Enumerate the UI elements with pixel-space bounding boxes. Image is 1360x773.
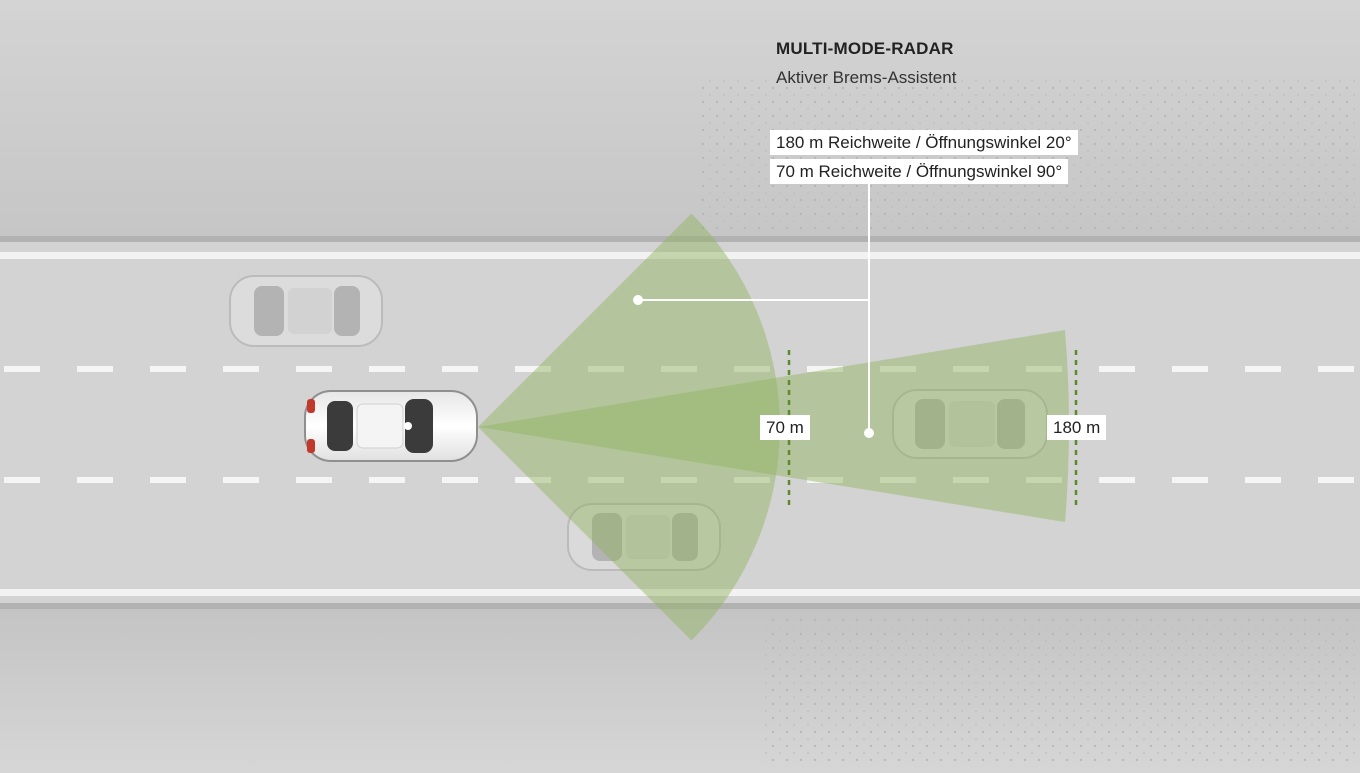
leader-line [638, 184, 870, 433]
lane-dash [77, 366, 113, 372]
lane-dash [150, 366, 186, 372]
leader-dot-short [633, 295, 643, 305]
lane-dash [807, 477, 843, 483]
verge-top-texture [700, 80, 1360, 230]
lane-dash [515, 477, 551, 483]
verge-bottom-texture [760, 615, 1360, 765]
lane-dash [442, 477, 478, 483]
lane-dash [1026, 366, 1062, 372]
lane-dash [880, 366, 916, 372]
lane-dash [442, 366, 478, 372]
lane-dash [1026, 477, 1062, 483]
lane-dash [1245, 366, 1281, 372]
road-line-bottom [0, 589, 1360, 596]
lane-dash [4, 366, 40, 372]
lane-dash [296, 366, 332, 372]
lane-dash [661, 366, 697, 372]
road-edge-bottom [0, 603, 1360, 609]
leader-dot-long [864, 428, 874, 438]
lane-dash [223, 477, 259, 483]
lane-dash [150, 477, 186, 483]
distance-label-70m: 70 m [760, 415, 810, 440]
diagram-title: MULTI-MODE-RADAR [776, 39, 954, 58]
lane-dash [369, 477, 405, 483]
lane-dash [734, 366, 770, 372]
lane-dash [953, 366, 989, 372]
lane-dash [1172, 366, 1208, 372]
lane-dash [953, 477, 989, 483]
distance-label-180m: 180 m [1047, 415, 1107, 440]
label-short-range: 70 m Reichweite / Öffnungswinkel 90° [770, 159, 1069, 184]
lane-dash [661, 477, 697, 483]
lane-dash [77, 477, 113, 483]
lane-dash [1099, 366, 1135, 372]
lane-dash [1318, 477, 1354, 483]
road-line-top [0, 252, 1360, 259]
lane-dash [1099, 477, 1135, 483]
lane-dash [369, 366, 405, 372]
lane-dash [588, 366, 624, 372]
car-upper-lane [229, 275, 383, 347]
label-long-range: 180 m Reichweite / Öffnungswinkel 20° [770, 130, 1078, 155]
ego-car [304, 390, 478, 462]
lane-divider-lower [4, 477, 1354, 483]
radar-short-range-cone [478, 213, 780, 641]
lane-dash [807, 366, 843, 372]
lane-dash [588, 477, 624, 483]
car-ahead [892, 389, 1048, 459]
car-lower-lane [567, 503, 721, 571]
lane-dash [1318, 366, 1354, 372]
diagram-subtitle: Aktiver Brems-Assistent [776, 68, 957, 87]
road-edge-top [0, 236, 1360, 242]
lane-dash [734, 477, 770, 483]
lane-dash [1245, 477, 1281, 483]
lane-dash [223, 366, 259, 372]
lane-dash [515, 366, 551, 372]
lane-dash [296, 477, 332, 483]
lane-dash [1172, 477, 1208, 483]
lane-divider-upper [4, 366, 1354, 372]
lane-dash [4, 477, 40, 483]
lane-dash [880, 477, 916, 483]
